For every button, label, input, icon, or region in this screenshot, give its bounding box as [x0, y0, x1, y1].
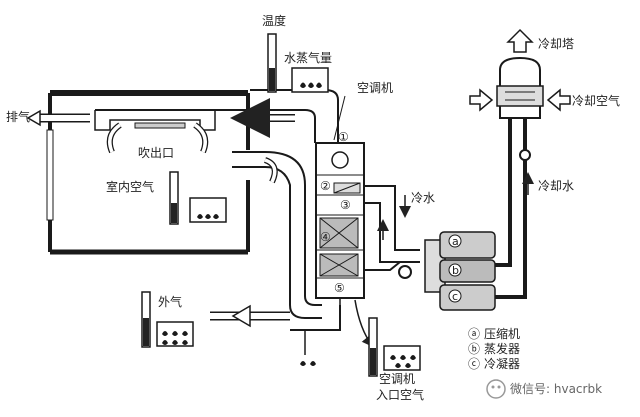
temperature-label: 温度: [262, 14, 287, 28]
temperature-gauge-indoor: [169, 171, 179, 225]
legend-name-compressor: 压缩机: [484, 327, 521, 341]
inlet-air-label-line1: 空调机: [379, 372, 416, 386]
legend-mark-evaporator: ⓑ: [468, 342, 481, 356]
temperature-gauge-inlet: [368, 317, 378, 377]
unit-number-4: ④: [320, 230, 331, 244]
legend-name-evaporator: 蒸发器: [484, 342, 521, 356]
watermark-logo: [486, 379, 506, 399]
cooling-tower: [469, 28, 571, 119]
inlet-air-label-line2: 入口空气: [376, 388, 425, 402]
unit-number-1: ①: [338, 130, 349, 144]
component-mark-c: c: [452, 290, 459, 303]
water-vapor-label: 水蒸气量: [284, 51, 333, 65]
watermark-text: 微信号: hvacrbk: [510, 382, 603, 396]
supply-outlet-label: 吹出口: [138, 146, 175, 160]
cooling-water-piping: [495, 118, 534, 299]
indoor-air-label: 室内空气: [106, 180, 155, 194]
chilled-water-label: 冷水: [411, 191, 436, 205]
cooling-water-label: 冷却水: [538, 179, 575, 193]
cooling-tower-label: 冷却塔: [538, 37, 575, 51]
chiller-unit: [424, 231, 496, 311]
air-handling-unit: [315, 95, 374, 348]
component-mark-a: a: [452, 235, 459, 248]
supply-duct: [94, 89, 339, 154]
cooling-air-label: 冷却空气: [572, 94, 621, 108]
outdoor-air-label: 外气: [158, 295, 183, 309]
chilled-water-piping: [364, 185, 420, 279]
humidity-gauge-indoor: [189, 197, 227, 223]
exhaust-label: 排气: [6, 110, 31, 124]
air-conditioner-label: 空调机: [357, 81, 394, 95]
component-mark-b: b: [452, 264, 459, 277]
condensate-drips: [300, 330, 316, 366]
temperature-gauge-top: [267, 33, 277, 93]
return-duct: [232, 151, 322, 319]
legend-mark-compressor: ⓐ: [468, 327, 481, 341]
humidity-gauge-top: [291, 67, 329, 93]
legend-name-condenser: 冷凝器: [484, 357, 521, 371]
unit-number-2: ②: [320, 179, 331, 193]
exhaust-arrow: [26, 109, 90, 127]
humidity-gauge-inlet: [383, 345, 421, 371]
unit-number-3: ③: [340, 198, 351, 212]
temperature-gauge-outdoor: [141, 291, 151, 348]
humidity-gauge-outdoor: [156, 321, 194, 347]
legend-mark-condenser: ⓒ: [468, 357, 481, 371]
unit-number-5: ⑤: [334, 281, 345, 295]
